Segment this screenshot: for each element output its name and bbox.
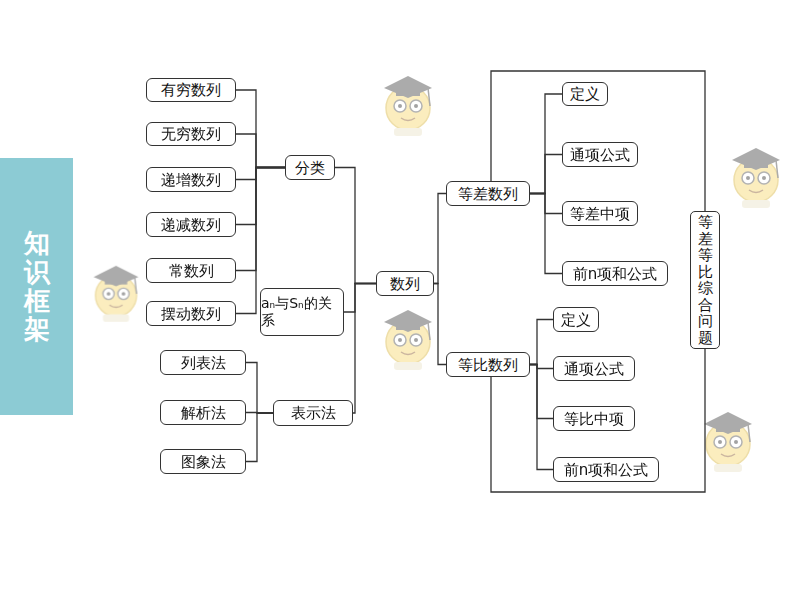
topic-box: 分类 <box>285 155 335 180</box>
node-label: 数列 <box>390 275 420 293</box>
node-label: 等差中项 <box>570 205 630 223</box>
node-label: 列表法 <box>181 354 226 372</box>
tree-connector <box>335 168 376 284</box>
node-label: 定义 <box>570 85 600 103</box>
tree-connector <box>353 284 376 414</box>
topic-box: 前n项和公式 <box>553 457 659 482</box>
mascot-figure <box>384 310 432 370</box>
topic-box: 摆动数列 <box>146 301 236 326</box>
node-label: 表示法 <box>291 404 336 422</box>
tree-connector <box>236 168 285 180</box>
topic-box: 等比中项 <box>553 406 635 431</box>
topic-box: 等差数列 <box>446 181 530 206</box>
topic-box: 图象法 <box>160 449 246 474</box>
mascot-figure <box>732 148 780 208</box>
node-label: 前n项和公式 <box>564 461 649 479</box>
summary-box: 等差等比综合问题 <box>690 211 720 349</box>
node-label: 有穷数列 <box>161 81 221 99</box>
topic-box: aₙ与Sₙ的关系 <box>260 288 344 336</box>
topic-box: 有穷数列 <box>146 78 236 102</box>
mascot-figure <box>384 76 432 136</box>
node-label: 解析法 <box>181 404 226 422</box>
tree-connector <box>236 168 285 271</box>
node-label: 等比中项 <box>564 410 624 428</box>
topic-box: 递增数列 <box>146 167 236 192</box>
topic-box: 数列 <box>376 271 434 296</box>
node-label: 定义 <box>561 311 591 329</box>
topic-box: 定义 <box>562 82 608 106</box>
tree-connector <box>236 168 285 225</box>
node-label: 常数列 <box>169 262 214 280</box>
tree-connector <box>434 284 446 365</box>
tree-connector <box>246 413 273 462</box>
topic-box: 等差中项 <box>562 201 638 226</box>
topic-box: 解析法 <box>160 400 246 425</box>
node-label: 等差等比综合问题 <box>698 214 713 346</box>
tree-connector <box>530 320 553 365</box>
tree-connector <box>530 94 562 194</box>
topic-box: 前n项和公式 <box>562 261 668 286</box>
node-label: 分类 <box>295 159 325 177</box>
topic-box: 表示法 <box>273 400 353 426</box>
node-label: 前n项和公式 <box>573 265 658 283</box>
tree-connector <box>530 365 553 419</box>
mascot-figure <box>704 412 752 472</box>
node-label: 知识框架 <box>24 229 50 343</box>
tree-connector <box>530 194 562 214</box>
tree-connector <box>530 194 562 274</box>
node-label: 递增数列 <box>161 171 221 189</box>
topic-box: 列表法 <box>160 350 246 375</box>
topic-box: 常数列 <box>146 258 236 283</box>
tree-connector <box>236 134 285 168</box>
topic-box: 通项公式 <box>553 356 635 381</box>
mascot-figure <box>94 266 139 322</box>
title-panel: 知识框架 <box>0 158 73 415</box>
node-label: aₙ与Sₙ的关系 <box>261 295 343 329</box>
topic-box: 无穷数列 <box>146 122 236 146</box>
node-label: 等比数列 <box>458 356 518 374</box>
tree-connector <box>434 194 446 284</box>
topic-box: 等比数列 <box>446 352 530 377</box>
tree-connector <box>344 284 376 313</box>
node-label: 无穷数列 <box>161 125 221 143</box>
tree-connector <box>530 365 553 470</box>
tree-connector <box>530 155 562 194</box>
node-label: 图象法 <box>181 453 226 471</box>
topic-box: 定义 <box>553 307 599 332</box>
tree-connector <box>236 90 285 168</box>
node-label: 通项公式 <box>564 360 624 378</box>
topic-box: 递减数列 <box>146 212 236 237</box>
node-label: 递减数列 <box>161 216 221 234</box>
tree-connector <box>246 363 273 414</box>
node-label: 等差数列 <box>458 185 518 203</box>
node-label: 通项公式 <box>570 146 630 164</box>
node-label: 摆动数列 <box>161 305 221 323</box>
topic-box: 通项公式 <box>562 142 638 167</box>
